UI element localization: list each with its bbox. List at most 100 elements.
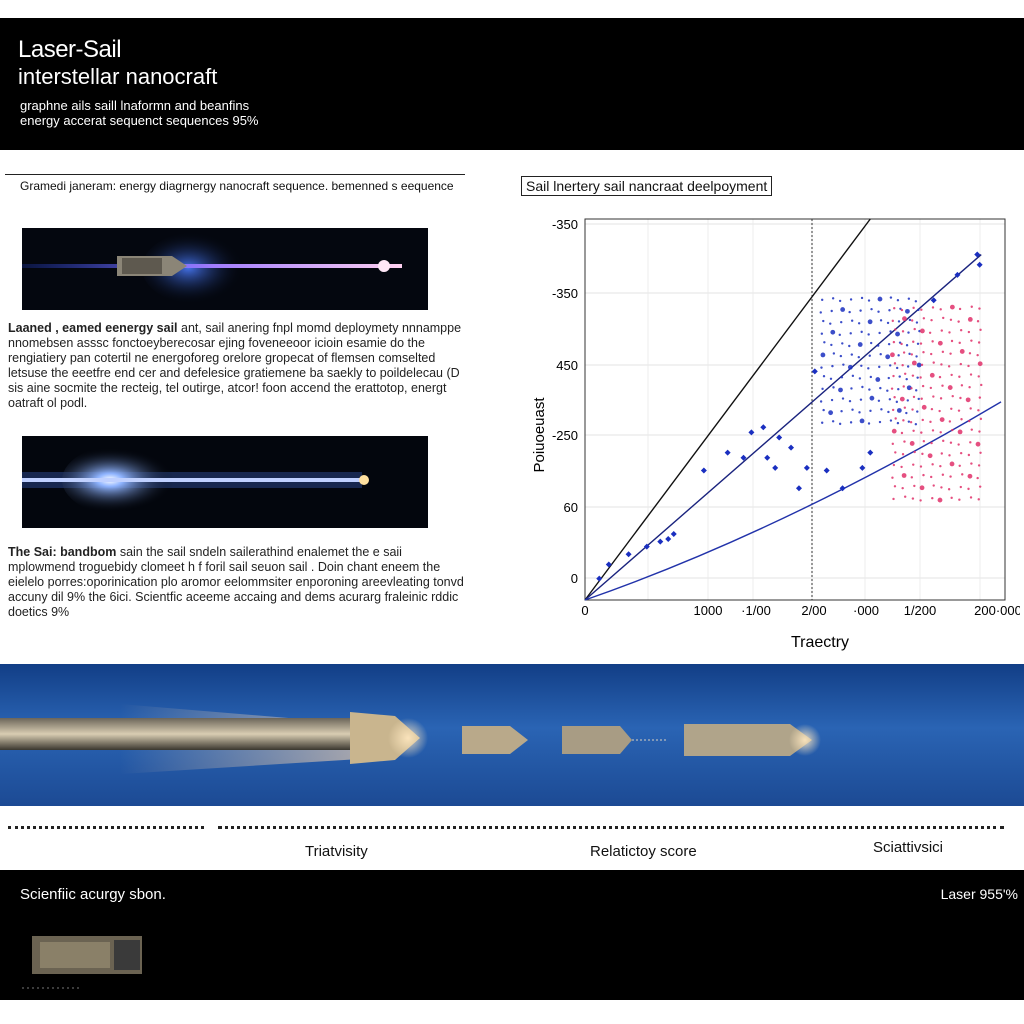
cluster-point xyxy=(919,499,922,502)
cluster-point xyxy=(940,452,943,455)
cluster-point xyxy=(879,353,882,356)
cluster-point xyxy=(951,394,954,398)
cluster-point xyxy=(931,497,934,500)
metric-sciattivsici: Sciattivsici xyxy=(873,839,944,856)
cluster-point xyxy=(915,321,919,324)
cluster-point xyxy=(931,429,935,432)
cluster-point xyxy=(968,385,971,389)
data-point xyxy=(974,251,981,258)
cluster-point xyxy=(939,397,943,400)
data-point xyxy=(776,434,783,441)
cluster-point xyxy=(832,386,835,389)
cluster-point xyxy=(960,418,963,421)
cluster-point xyxy=(947,488,951,491)
paragraph-1-lead: Laaned , eamed eenergy sail xyxy=(8,321,178,335)
cluster-point xyxy=(978,307,981,310)
cluster-point xyxy=(950,407,953,411)
cluster-point xyxy=(979,451,982,454)
cluster-point xyxy=(820,298,824,302)
cluster-point xyxy=(930,441,933,445)
cluster-point xyxy=(841,397,845,400)
cluster-point xyxy=(894,417,897,420)
cluster-point xyxy=(958,307,962,311)
cluster-point xyxy=(915,355,918,358)
cluster-point xyxy=(932,484,935,487)
data-point xyxy=(760,424,767,431)
cluster-point xyxy=(879,319,883,322)
data-point xyxy=(657,538,664,545)
cluster-point xyxy=(838,387,843,393)
cluster-point xyxy=(967,487,970,491)
cluster-point xyxy=(820,332,824,335)
cluster-point xyxy=(969,441,972,444)
cluster-point xyxy=(821,387,824,391)
cluster-point xyxy=(891,476,894,479)
metric-triatvisity: Triatvisity xyxy=(305,843,368,860)
data-point xyxy=(748,429,755,436)
cluster-point xyxy=(900,465,903,469)
cluster-point xyxy=(858,377,862,380)
cluster-point xyxy=(894,451,897,454)
sail-sequence-band xyxy=(0,664,1024,806)
cluster-point xyxy=(867,299,871,302)
cluster-point xyxy=(916,410,919,413)
cluster-point xyxy=(927,453,933,459)
cluster-point xyxy=(958,375,961,378)
cluster-point xyxy=(929,352,933,356)
cluster-point xyxy=(850,353,854,356)
cluster-point xyxy=(869,341,873,345)
cluster-point xyxy=(937,497,943,503)
cluster-point xyxy=(914,300,918,303)
cluster-point xyxy=(905,411,908,415)
cluster-point xyxy=(967,453,971,457)
cluster-point xyxy=(937,340,943,346)
data-point xyxy=(930,297,937,304)
cluster-point xyxy=(895,331,900,337)
cluster-point xyxy=(959,329,963,332)
cluster-point xyxy=(939,417,945,423)
data-point xyxy=(954,271,961,278)
cluster-point xyxy=(829,377,833,380)
cluster-point xyxy=(965,397,971,403)
data-point xyxy=(670,530,677,537)
cluster-point xyxy=(951,428,954,432)
page-title: Laser-Sail xyxy=(18,36,122,63)
data-point xyxy=(795,485,802,492)
cluster-point xyxy=(978,485,982,488)
cluster-point xyxy=(950,339,954,343)
x-tick-label: 1/200 xyxy=(904,603,937,618)
cluster-point xyxy=(905,344,909,347)
cluster-point xyxy=(906,385,912,391)
x-tick-label: 1000 xyxy=(694,603,723,618)
footer-banner: Scienfiic acurgy sbon. Laser 955'% xyxy=(0,870,1024,1000)
cluster-point xyxy=(959,451,963,455)
cluster-point xyxy=(920,431,923,434)
cluster-point xyxy=(910,319,914,322)
cluster-point xyxy=(919,465,923,468)
cluster-point xyxy=(877,399,881,402)
cluster-point xyxy=(830,329,836,335)
cluster-point xyxy=(969,373,973,376)
data-point xyxy=(700,467,707,474)
cluster-point xyxy=(890,352,895,358)
cluster-point xyxy=(969,407,972,410)
cluster-point xyxy=(949,304,955,310)
laser-beam-image xyxy=(22,436,428,528)
cluster-point xyxy=(831,364,834,368)
cluster-point xyxy=(919,342,923,345)
cluster-point xyxy=(940,486,943,489)
cluster-point xyxy=(886,321,890,325)
cluster-point xyxy=(878,420,882,424)
cluster-point xyxy=(822,408,825,412)
cluster-point xyxy=(960,384,964,387)
cluster-point xyxy=(868,354,871,357)
cluster-point xyxy=(900,431,904,435)
cluster-point xyxy=(877,310,880,313)
cluster-point xyxy=(893,307,896,310)
cluster-point xyxy=(867,333,870,336)
cluster-point xyxy=(949,461,955,467)
cluster-point xyxy=(889,419,893,422)
cluster-point xyxy=(979,417,983,421)
cluster-point xyxy=(958,464,961,467)
